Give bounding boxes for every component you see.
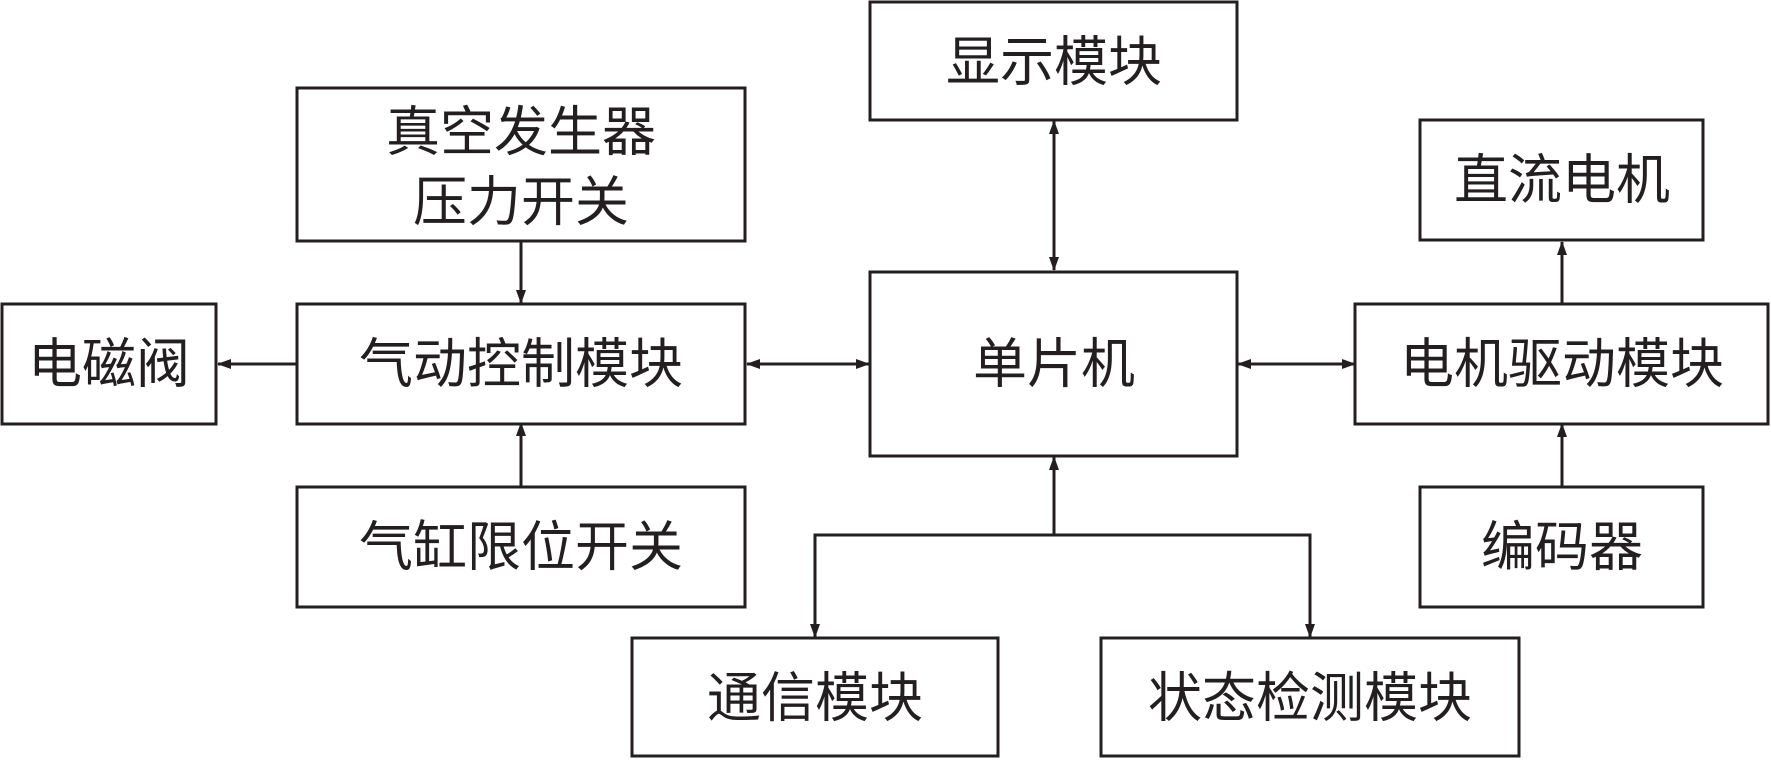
edge-mcu-branch [810, 456, 1315, 638]
node-status-detection-module: 状态检测模块 [1099, 636, 1521, 758]
node-communication-module: 通信模块 [630, 636, 1000, 758]
node-solenoid-valve-label: 电磁阀 [28, 333, 190, 396]
node-pneumatic-control-label: 气动控制模块 [359, 333, 683, 396]
node-dc-motor-label: 直流电机 [1454, 149, 1670, 212]
node-motor-driver-module-label: 电机驱动模块 [1400, 333, 1724, 396]
node-vacuum-pressure-switch-line2: 压力开关 [413, 171, 629, 234]
node-communication-module-label: 通信模块 [707, 667, 923, 730]
node-dc-motor: 直流电机 [1418, 118, 1705, 242]
node-motor-driver-module: 电机驱动模块 [1353, 302, 1770, 426]
node-encoder-label: 编码器 [1481, 516, 1643, 579]
node-vacuum-pressure-switch: 真空发生器 压力开关 [295, 86, 747, 243]
node-display-module: 显示模块 [868, 0, 1239, 122]
node-mcu: 单片机 [868, 270, 1239, 458]
node-cylinder-limit-switch: 气缸限位开关 [295, 485, 747, 609]
node-encoder: 编码器 [1418, 485, 1705, 609]
node-vacuum-pressure-switch-line1: 真空发生器 [386, 101, 656, 164]
node-status-detection-module-label: 状态检测模块 [1148, 667, 1472, 730]
node-solenoid-valve: 电磁阀 [0, 302, 218, 426]
node-cylinder-limit-switch-label: 气缸限位开关 [359, 516, 683, 579]
node-mcu-label: 单片机 [973, 333, 1135, 396]
node-pneumatic-control: 气动控制模块 [295, 302, 747, 426]
node-display-module-label: 显示模块 [946, 31, 1162, 94]
